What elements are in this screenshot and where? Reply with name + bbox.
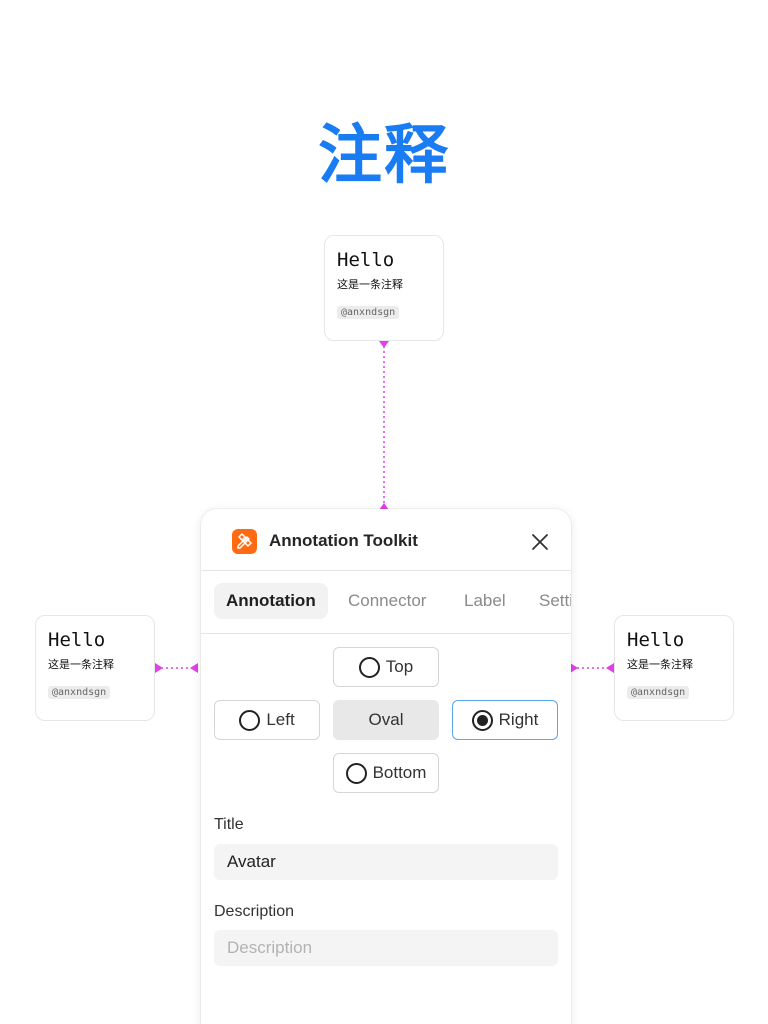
annotation-author-tag: @anxndsgn <box>337 306 400 319</box>
annotation-author-tag: @anxndsgn <box>627 686 690 699</box>
tab-label[interactable]: Label <box>464 591 506 610</box>
panel-header: Annotation Toolkit <box>201 509 571 571</box>
title-input[interactable] <box>214 844 558 880</box>
close-icon <box>532 534 548 550</box>
title-field-label: Title <box>214 816 244 833</box>
connector-right <box>570 663 614 673</box>
description-input[interactable] <box>214 930 558 966</box>
annotation-card-right[interactable]: Hello 这是一条注释 @anxndsgn <box>614 615 734 721</box>
radio-circle-icon <box>345 762 367 784</box>
connector-left <box>155 663 198 673</box>
position-left-radio[interactable]: Left <box>214 700 320 740</box>
position-label: Left <box>266 710 295 729</box>
position-label: Bottom <box>372 763 427 782</box>
position-label: Oval <box>368 710 404 729</box>
page-heading: 注释 <box>318 119 450 193</box>
annotation-description: 这是一条注释 <box>627 658 693 671</box>
position-oval-center[interactable]: Oval <box>333 700 439 740</box>
tab-annotation[interactable]: Annotation <box>214 583 328 619</box>
tab-connector[interactable]: Connector <box>348 591 427 610</box>
pencil-ruler-icon <box>232 529 257 554</box>
radio-circle-icon <box>358 656 380 678</box>
annotation-description: 这是一条注释 <box>337 278 403 291</box>
annotation-toolkit-panel: Annotation Toolkit Annotation Connector … <box>201 509 571 1024</box>
panel-title: Annotation Toolkit <box>269 531 418 550</box>
radio-circle-icon <box>239 709 261 731</box>
annotation-title: Hello <box>337 249 395 271</box>
annotation-title: Hello <box>48 629 106 651</box>
annotation-description: 这是一条注释 <box>48 658 114 671</box>
annotation-card-top[interactable]: Hello 这是一条注释 @anxndsgn <box>324 235 444 341</box>
position-label: Right <box>498 710 539 729</box>
annotation-card-left[interactable]: Hello 这是一条注释 @anxndsgn <box>35 615 155 721</box>
close-button[interactable] <box>527 529 553 555</box>
tab-settings[interactable]: Settings <box>539 591 571 610</box>
position-right-radio[interactable]: Right <box>452 700 558 740</box>
annotation-author-tag: @anxndsgn <box>48 686 111 699</box>
description-field-label: Description <box>214 903 295 920</box>
position-bottom-radio[interactable]: Bottom <box>333 753 439 793</box>
annotation-title: Hello <box>627 629 685 651</box>
connector-top <box>379 341 389 510</box>
tab-bar: Annotation Connector Label Settings <box>201 571 571 634</box>
radio-checked-icon <box>471 709 493 731</box>
position-top-radio[interactable]: Top <box>333 647 439 687</box>
position-label: Top <box>385 657 414 676</box>
